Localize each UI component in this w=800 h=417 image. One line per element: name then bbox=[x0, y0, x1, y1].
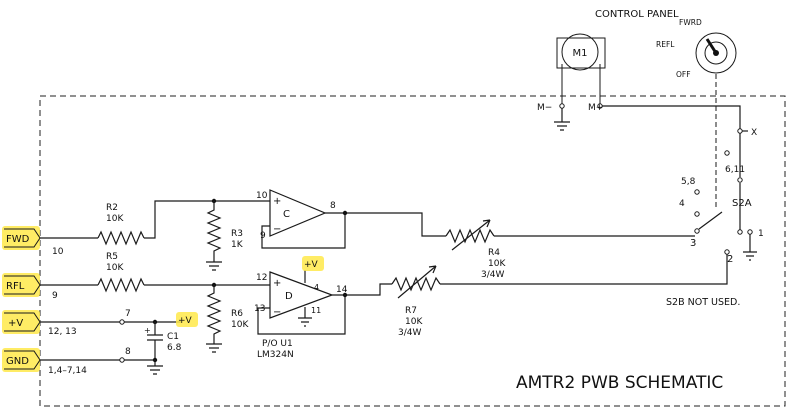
gnd-highlight bbox=[2, 348, 40, 372]
r7-value: 10K bbox=[405, 317, 423, 327]
r6-value: 10K bbox=[231, 320, 249, 330]
r2-ref: R2 bbox=[106, 203, 118, 213]
rfl-highlight bbox=[2, 273, 40, 297]
opamp-d-pin-gnd: 11 bbox=[311, 306, 321, 315]
connector-gnd-label: GND bbox=[6, 356, 29, 367]
svg-text:−: − bbox=[273, 307, 281, 318]
opamp-d-gnd-lead bbox=[298, 307, 312, 327]
r4-variable-arrow bbox=[451, 219, 491, 251]
switch-pin-3: 3 bbox=[690, 238, 696, 249]
meter-minus-label: M− bbox=[537, 103, 552, 113]
r4-value: 10K bbox=[488, 259, 506, 269]
opamp-c: C + − bbox=[269, 189, 327, 237]
connector-fwd-label: FWD bbox=[6, 234, 30, 245]
opamp-c-pin-out: 8 bbox=[330, 201, 336, 211]
switch-pos-refl: REFL bbox=[656, 40, 675, 49]
rfl-pin-number: 9 bbox=[52, 291, 58, 301]
r3-ref: R3 bbox=[231, 229, 243, 239]
c1-ref: C1 bbox=[167, 332, 179, 342]
connector-plusv-label: +V bbox=[8, 318, 23, 329]
opamp-d-unit: D bbox=[285, 291, 293, 302]
plusv-cap-highlight bbox=[176, 312, 198, 327]
c1-value: 6.8 bbox=[167, 343, 182, 353]
pwb-board-outline bbox=[39, 95, 786, 407]
opamp-c-pin-plus: 10 bbox=[256, 191, 268, 201]
node-7: 7 bbox=[125, 309, 131, 319]
r4-ref: R4 bbox=[488, 248, 500, 258]
plusv-highlight bbox=[2, 310, 40, 334]
r7-ref: R7 bbox=[405, 306, 417, 316]
switch-pin-1: 1 bbox=[758, 229, 764, 239]
switch-pos-fwrd: FWRD bbox=[679, 18, 702, 27]
r7-power: 3/4W bbox=[398, 328, 421, 338]
ic-label-2: LM324N bbox=[257, 350, 294, 360]
switch-pin1-ground bbox=[743, 234, 757, 261]
switch-pos-off: OFF bbox=[676, 70, 691, 79]
r7-to-switch-wire bbox=[440, 254, 728, 285]
opamp-d-feedback bbox=[257, 295, 346, 335]
meter-ground-symbol bbox=[554, 108, 570, 131]
opamp-d-output-wire bbox=[332, 283, 392, 296]
r5-ref: R5 bbox=[106, 252, 118, 262]
opamp-d-pin-out: 14 bbox=[336, 285, 348, 295]
schematic-title: AMTR2 PWB SCHEMATIC bbox=[516, 373, 723, 393]
fwd-pin-number: 10 bbox=[52, 247, 64, 257]
opamp-d: D + − bbox=[269, 271, 334, 319]
meter-plus-label: M+ bbox=[588, 103, 603, 113]
opamp-d-pin-plus: 12 bbox=[256, 273, 267, 283]
switch-ref-s2a: S2A bbox=[732, 198, 752, 209]
opamp-d-vplus: +V bbox=[304, 260, 319, 270]
r5-value: 10K bbox=[106, 263, 124, 273]
opamp-c-pin-minus: 9 bbox=[260, 231, 266, 241]
r2-to-opamp-c-wire bbox=[144, 200, 270, 239]
opamp-d-pin-vcc: 4 bbox=[314, 283, 319, 292]
meter-m1: M1 bbox=[556, 33, 606, 71]
gnd-rail-ground bbox=[124, 359, 163, 375]
meter-label: M1 bbox=[573, 48, 588, 59]
plusv-cap-label: +V bbox=[178, 316, 193, 326]
switch-pin-58: 5,8 bbox=[681, 177, 696, 187]
resistor-r6 bbox=[206, 285, 222, 344]
connector-rfl-label: RFL bbox=[6, 281, 25, 292]
resistor-r4 bbox=[445, 228, 495, 244]
r3-value: 1K bbox=[231, 240, 244, 250]
switch-pin-611: 6,11 bbox=[725, 165, 745, 175]
opamp-c-feedback bbox=[261, 213, 346, 249]
switch-pin-4: 4 bbox=[679, 199, 685, 209]
node-8: 8 bbox=[125, 347, 131, 357]
r2-value: 10K bbox=[106, 214, 124, 224]
opamp-d-vplus-highlight bbox=[302, 256, 324, 271]
r6-ground bbox=[206, 343, 222, 353]
r7-variable-arrow bbox=[397, 265, 437, 299]
control-panel-title: CONTROL PANEL bbox=[595, 9, 679, 20]
resistor-r5 bbox=[97, 277, 145, 293]
fwd-highlight bbox=[2, 226, 40, 250]
resistor-r3 bbox=[206, 201, 222, 262]
opamp-c-output-wire bbox=[325, 212, 446, 237]
svg-text:−: − bbox=[273, 224, 281, 235]
r6-ref: R6 bbox=[231, 309, 243, 319]
switch-pin-2: 2 bbox=[727, 254, 733, 265]
switch-wiper bbox=[698, 211, 723, 230]
opamp-d-pin-minus: 13 bbox=[254, 304, 265, 314]
rotary-switch-knob[interactable] bbox=[695, 32, 737, 74]
resistor-r2 bbox=[97, 230, 145, 246]
switch-note: S2B NOT USED. bbox=[666, 297, 740, 308]
r3-ground bbox=[206, 261, 222, 271]
svg-text:+: + bbox=[273, 278, 281, 289]
opamp-c-unit: C bbox=[283, 209, 290, 220]
capacitor-c1 bbox=[147, 322, 163, 360]
r4-power: 3/4W bbox=[481, 270, 504, 280]
plusv-pin-number: 12, 13 bbox=[48, 327, 77, 337]
meter-plus-wire bbox=[602, 105, 741, 230]
meter-leads bbox=[561, 64, 601, 106]
svg-text:+: + bbox=[273, 196, 281, 207]
ic-label-1: P/O U1 bbox=[262, 339, 293, 349]
switch-pin-x: X bbox=[751, 128, 757, 138]
gnd-pin-number: 1,4–7,14 bbox=[48, 366, 87, 376]
svg-text:+: + bbox=[144, 326, 151, 335]
resistor-r7 bbox=[391, 276, 441, 292]
